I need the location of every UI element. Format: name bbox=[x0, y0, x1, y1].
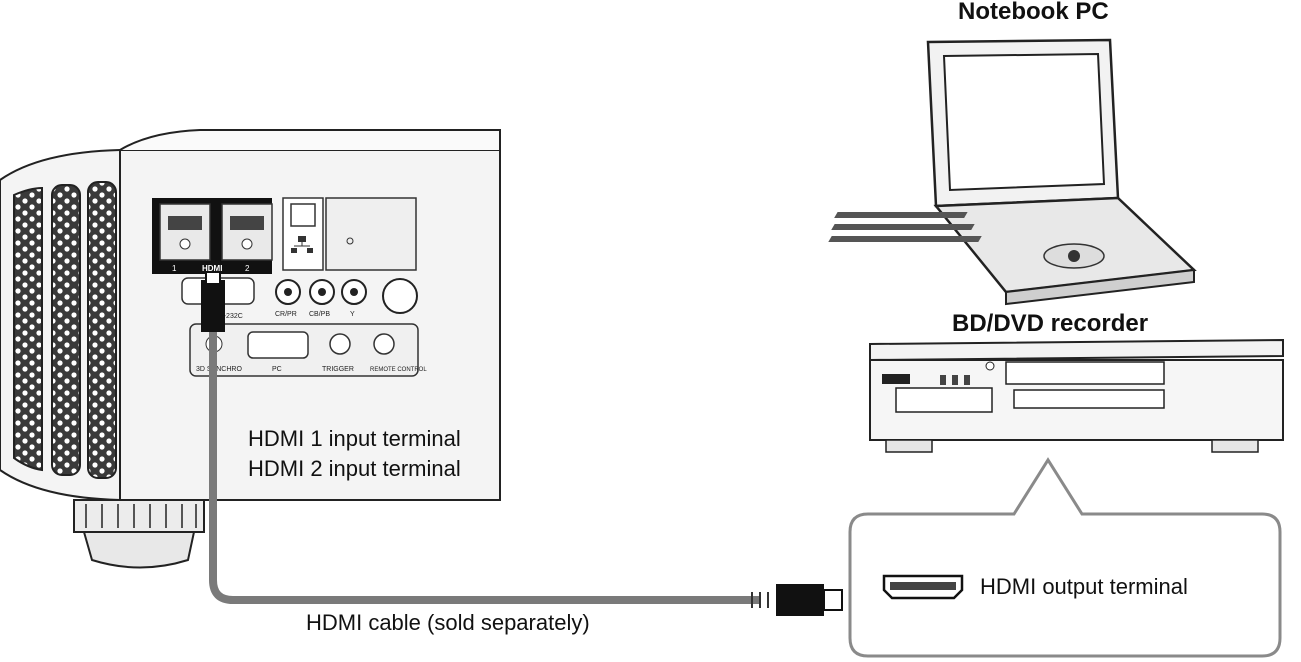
hdmi-port1-label: 1 bbox=[172, 264, 177, 273]
hdmi2-input-label: HDMI 2 input terminal bbox=[248, 456, 461, 481]
remote-control-port[interactable] bbox=[373, 333, 395, 355]
hdmi-cable bbox=[201, 271, 843, 616]
disc-tray bbox=[1013, 389, 1165, 409]
hdmi-port-2[interactable] bbox=[230, 216, 264, 230]
hdmi-output-label: HDMI output terminal bbox=[980, 574, 1188, 599]
network-icon bbox=[291, 236, 313, 253]
output-terminal-callout bbox=[848, 457, 1282, 658]
hdmi-port-1[interactable] bbox=[168, 216, 202, 230]
hdmi-group-label: HDMI bbox=[202, 264, 222, 273]
connector-panel: 1 HDMI 2 RS-232C CR/PR CB/PB Y bbox=[152, 197, 427, 377]
vent-grille bbox=[13, 181, 117, 479]
cb-label: CB/PB bbox=[309, 311, 330, 318]
pc-port[interactable] bbox=[247, 331, 309, 359]
3d-synchro-label: 3D SYNCHRO bbox=[196, 366, 242, 373]
notebook-pc bbox=[828, 38, 1197, 306]
trigger-port[interactable] bbox=[329, 333, 351, 355]
hdmi-port-icon bbox=[882, 574, 964, 600]
remote-control-label: REMOTE CONTROL bbox=[370, 367, 427, 373]
hdmi-cable-label: HDMI cable (sold separately) bbox=[306, 610, 590, 635]
hdmi-plug-projector bbox=[201, 280, 225, 332]
bd-dvd-recorder bbox=[869, 338, 1284, 453]
lan-port[interactable] bbox=[290, 203, 316, 227]
cr-label: CR/PR bbox=[275, 311, 297, 318]
trigger-label: TRIGGER bbox=[322, 366, 354, 373]
rs232c-label: RS-232C bbox=[214, 313, 243, 320]
component-jacks bbox=[275, 278, 418, 314]
projector-foot bbox=[73, 499, 205, 569]
y-label: Y bbox=[350, 311, 355, 318]
hdmi-port2-label: 2 bbox=[245, 264, 250, 273]
hdmi-plug-recorder bbox=[751, 584, 843, 616]
notebook-pc-title: Notebook PC bbox=[958, 0, 1109, 25]
pc-label: PC bbox=[272, 366, 282, 373]
hdmi1-input-label: HDMI 1 input terminal bbox=[248, 426, 461, 451]
bd-dvd-recorder-title: BD/DVD recorder bbox=[952, 310, 1149, 337]
